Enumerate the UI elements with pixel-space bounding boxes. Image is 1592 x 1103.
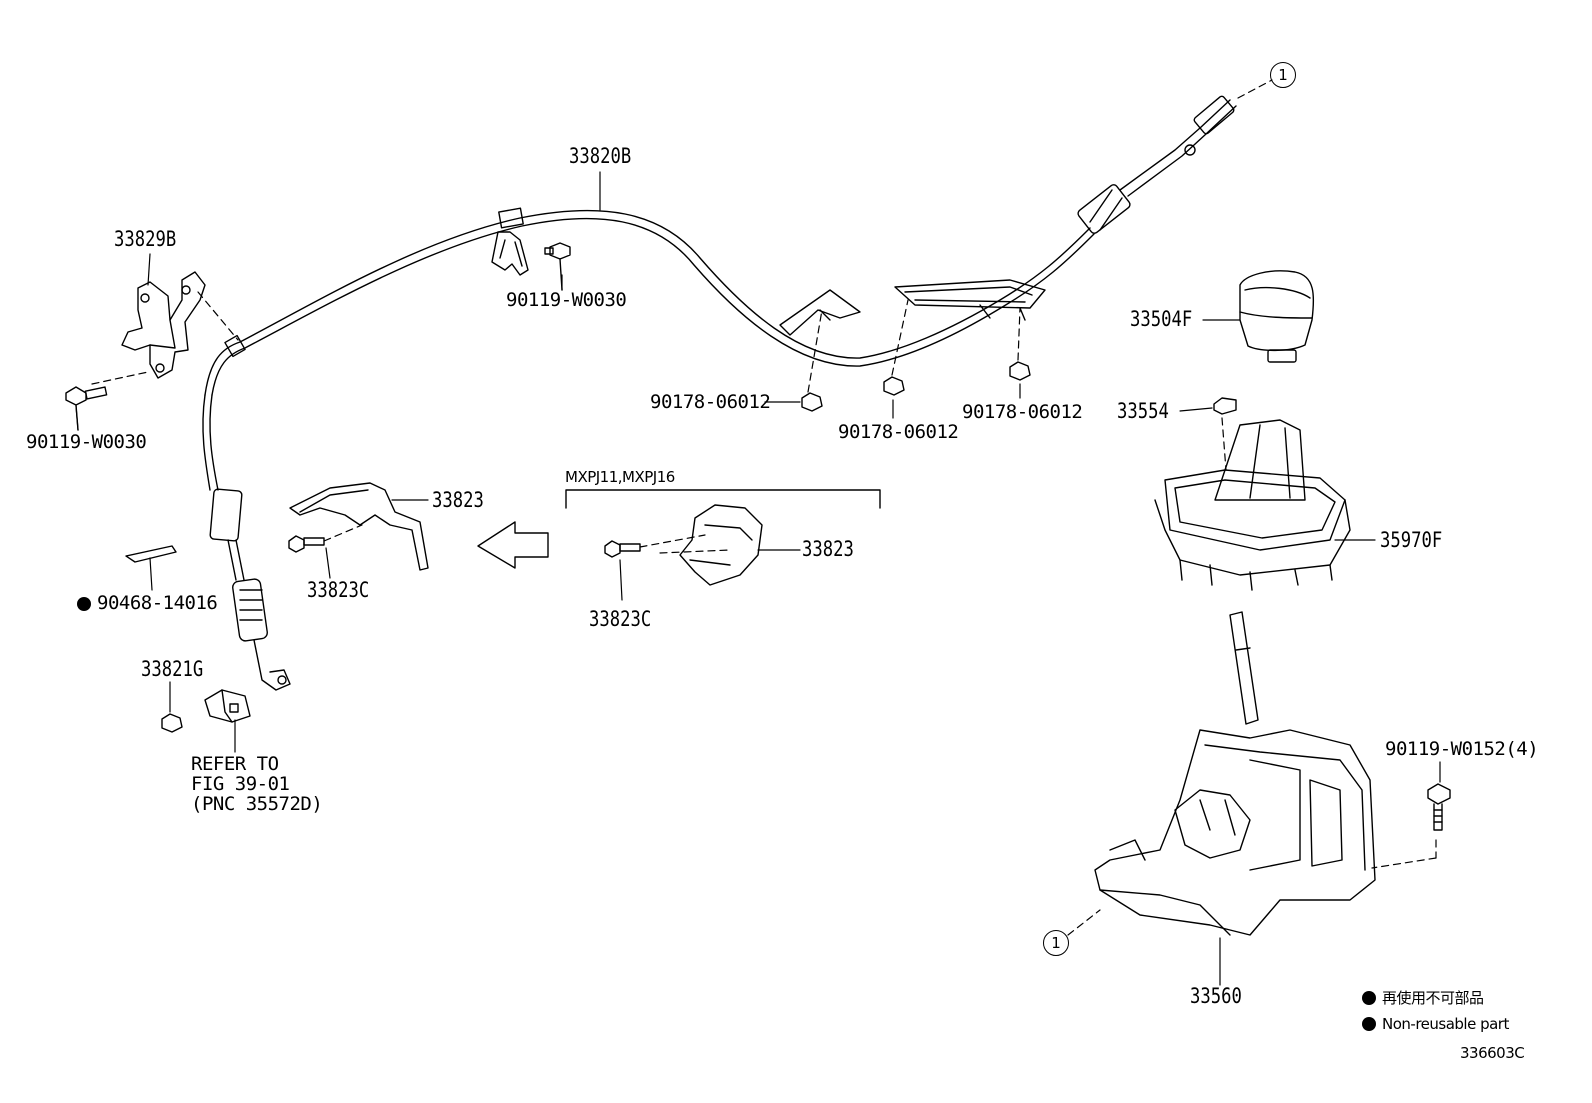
label-screw-right: 33823C <box>589 607 652 631</box>
label-clip: 33554 <box>1117 399 1169 423</box>
legend-en-text: Non-reusable part <box>1382 1015 1509 1033</box>
label-cable: 33820B <box>569 144 632 168</box>
indicator-housing-drawing <box>1155 420 1350 590</box>
legend-jp-text: 再使用不可部品 <box>1382 989 1484 1007</box>
screw-right-drawing <box>605 541 640 557</box>
bolt-top-drawing <box>545 243 570 290</box>
clip-nonreusable-drawing <box>126 546 176 562</box>
label-indicator: 35970F <box>1380 528 1443 552</box>
screw-left-drawing <box>289 536 324 552</box>
legend-jp: 再使用不可部品 <box>1362 988 1484 1008</box>
label-bracket-left: 33829B <box>114 227 177 251</box>
label-retainer: 33821G <box>141 657 204 681</box>
refer-note-line-3: (PNC 35572D) <box>191 793 323 815</box>
cable-clamp-drawing <box>492 232 528 275</box>
nut-b-drawing <box>884 377 904 395</box>
figure-id: 336603C <box>1460 1044 1525 1062</box>
label-clip-nonreusable-text: 90468-14016 <box>97 592 218 614</box>
nut-a-drawing <box>802 393 822 411</box>
variant-bracket <box>566 490 880 508</box>
label-variant: MXPJ11,MXPJ16 <box>565 468 675 486</box>
legend-dot-icon <box>1362 1017 1376 1031</box>
bolt-left-drawing <box>66 387 107 430</box>
label-shift-lever: 33560 <box>1190 984 1242 1008</box>
label-knob: 33504F <box>1130 307 1193 331</box>
shift-lever-drawing <box>1095 612 1375 935</box>
bolt-lever-drawing <box>1428 784 1450 830</box>
label-screw-left: 33823C <box>307 578 370 602</box>
dashed-lines <box>92 80 1436 935</box>
direction-arrow <box>478 522 548 568</box>
nut-c-drawing <box>1010 362 1030 380</box>
label-bolt-lever: 90119-W0152(4) <box>1385 738 1539 760</box>
ref-mark-bottom: 1 <box>1043 930 1069 956</box>
refer-note-line-1: REFER TO <box>191 753 279 775</box>
ref-mark-top: 1 <box>1270 62 1296 88</box>
cover-left-drawing <box>290 483 428 570</box>
label-nut-b: 90178-06012 <box>838 421 959 443</box>
knob-drawing <box>1240 271 1313 362</box>
legend-dot-icon <box>1362 991 1376 1005</box>
label-cover-right: 33823 <box>802 537 854 561</box>
label-nut-c: 90178-06012 <box>962 401 1083 423</box>
leader-lines <box>76 172 1440 985</box>
legend-en: Non-reusable part <box>1362 1014 1509 1034</box>
cable-guide-drawing <box>780 290 860 335</box>
bushing-drawing <box>205 690 250 722</box>
label-clip-nonreusable: 90468-14016 <box>77 592 218 614</box>
label-bolt-left: 90119-W0030 <box>26 431 147 453</box>
cover-right-drawing <box>680 505 762 585</box>
clip-drawing <box>1214 398 1236 414</box>
bezel-plate-drawing <box>895 280 1045 320</box>
label-nut-a: 90178-06012 <box>650 391 771 413</box>
bracket-left-drawing <box>122 272 205 378</box>
label-cover-left: 33823 <box>432 488 484 512</box>
label-bolt-top: 90119-W0030 <box>506 289 627 311</box>
nonreusable-dot-icon <box>77 597 91 611</box>
retainer-drawing <box>162 714 182 732</box>
refer-note-line-2: FIG 39-01 <box>191 773 290 795</box>
